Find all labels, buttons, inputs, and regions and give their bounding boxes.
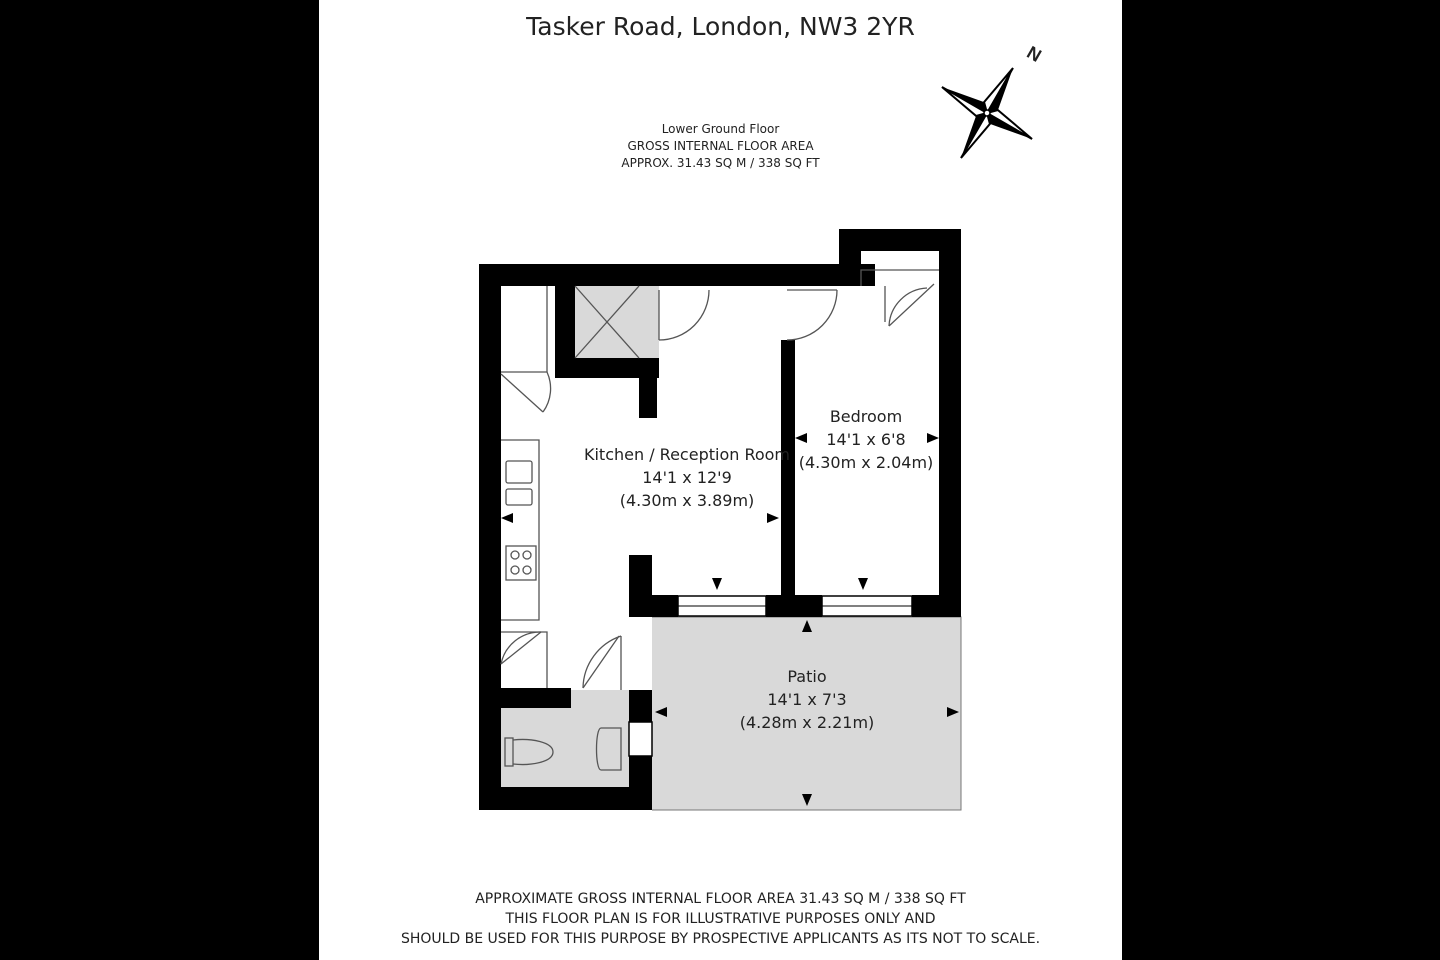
dimension-markers bbox=[501, 433, 959, 806]
bedroom-name: Bedroom bbox=[829, 407, 903, 426]
patio-imperial: 14'1 x 7'3 bbox=[767, 690, 847, 709]
compass-label: N bbox=[1024, 42, 1045, 66]
footer-area-line: APPROXIMATE GROSS INTERNAL FLOOR AREA 31… bbox=[475, 891, 966, 907]
shower-floor bbox=[575, 286, 659, 358]
kitchen-metric: (4.30m x 3.89m) bbox=[619, 491, 755, 510]
floor-area-heading: GROSS INTERNAL FLOOR AREA bbox=[627, 139, 814, 153]
floor-area-summary: Lower Ground Floor GROSS INTERNAL FLOOR … bbox=[519, 121, 922, 172]
room-label-bedroom: Bedroom 14'1 x 6'8 (4.30m x 2.04m) bbox=[791, 405, 941, 474]
floor-area-value: APPROX. 31.43 SQ M / 338 SQ FT bbox=[621, 156, 820, 170]
floor-plan-drawing: N bbox=[479, 42, 1045, 811]
room-label-kitchen: Kitchen / Reception Room 14'1 x 12'9 (4.… bbox=[537, 443, 837, 512]
walls bbox=[479, 229, 961, 810]
footer-illustrative-line: THIS FLOOR PLAN IS FOR ILLUSTRATIVE PURP… bbox=[505, 911, 936, 927]
patio-name: Patio bbox=[787, 667, 827, 686]
fixtures bbox=[501, 269, 939, 771]
floor-plan-sheet: Tasker Road, London, NW3 2YR Lower Groun… bbox=[319, 0, 1122, 960]
kitchen-name: Kitchen / Reception Room bbox=[583, 445, 791, 464]
floor-name: Lower Ground Floor bbox=[661, 122, 780, 136]
footer-scale-line: SHOULD BE USED FOR THIS PURPOSE BY PROSP… bbox=[400, 931, 1041, 947]
patio-floor bbox=[652, 617, 961, 810]
compass-icon bbox=[941, 67, 1033, 159]
kitchen-imperial: 14'1 x 12'9 bbox=[642, 468, 732, 487]
disclaimer-footer: APPROXIMATE GROSS INTERNAL FLOOR AREA 31… bbox=[319, 889, 1122, 949]
bedroom-metric: (4.30m x 2.04m) bbox=[798, 453, 934, 472]
room-label-patio: Patio 14'1 x 7'3 (4.28m x 2.21m) bbox=[707, 665, 907, 734]
doors bbox=[500, 283, 935, 690]
bedroom-imperial: 14'1 x 6'8 bbox=[826, 430, 906, 449]
page-title: Tasker Road, London, NW3 2YR bbox=[526, 12, 915, 41]
patio-metric: (4.28m x 2.21m) bbox=[739, 713, 875, 732]
